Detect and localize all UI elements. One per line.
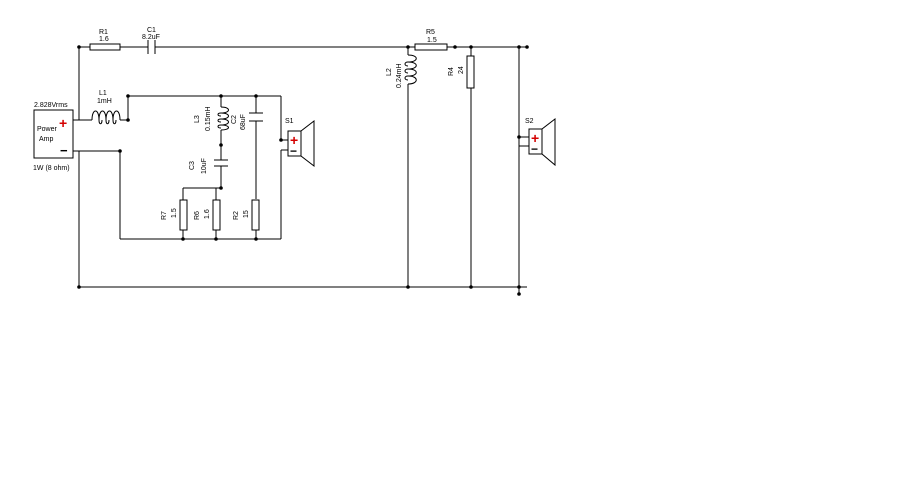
l1-ref: L1 [99,90,107,97]
junction-dot [126,118,130,122]
inductor-l1: L1 1mH [91,90,121,125]
junction-dot [517,285,521,289]
junction-dot [279,138,283,142]
r2-value: 15 [243,210,250,218]
amp-voltage-label: 2.828Vrms [34,102,68,109]
junction-dot [453,45,457,49]
amp-name-line1: Power [37,126,58,133]
c2-value: 68uF [240,114,247,130]
s2-minus-terminal: − [531,142,538,156]
l2-ref: L2 [386,68,393,76]
amp-minus-terminal: − [60,143,68,158]
resistor-r4: R4 24 [448,55,475,89]
junction-dot [77,285,81,289]
junction-dot [469,45,473,49]
r7-ref: R7 [161,211,168,220]
wires [73,46,529,294]
resistor-r1: R1 1.6 [89,29,121,51]
c3-value: 10uF [201,158,208,174]
junction-dot [126,94,130,98]
resistor-r6: R6 1.6 [194,199,221,231]
speaker-s1: S1 + − [285,118,315,168]
junction-dot [517,45,521,49]
junction-dot [469,285,473,289]
junction-dot [77,45,81,49]
r6-value: 1.6 [204,209,211,219]
l3-ref: L3 [194,115,201,123]
r1-ref: R1 [99,29,108,36]
junction-dot [517,135,521,139]
r5-ref: R5 [426,29,435,36]
junction-dot [219,94,223,98]
capacitor-c1: C1 8.2uF [142,27,160,54]
s1-ref: S1 [285,118,294,125]
inductor-l3: L3 0.15mH [194,106,229,131]
power-amplifier: 2.828Vrms Power Amp + − 1W (8 ohm) [33,102,74,172]
junction-dots [77,45,529,296]
c2-ref: C2 [231,115,238,124]
amp-power-label: 1W (8 ohm) [33,165,70,172]
speaker-s2: S2 + − [525,117,556,167]
r6-ref: R6 [194,211,201,220]
inductor-l2: L2 0.24mH [386,54,417,88]
amp-plus-terminal: + [59,115,67,131]
r1-value: 1.6 [99,36,109,43]
junction-dot [214,237,218,241]
c3-ref: C3 [189,161,196,170]
resistor-r7: R7 1.5 [161,199,188,231]
junction-dot [219,143,223,147]
r5-value: 1.5 [427,37,437,44]
amp-box [33,109,74,159]
r4-ref: R4 [448,67,455,76]
junction-dot [406,285,410,289]
junction-dot [525,45,529,49]
c1-value: 8.2uF [142,34,160,41]
r7-value: 1.5 [171,208,178,218]
l1-value: 1mH [97,98,112,105]
l2-value: 0.24mH [396,63,403,88]
s1-plus-terminal: + [290,132,298,148]
capacitor-c2: C2 68uF [231,112,263,130]
junction-dot [118,149,122,153]
junction-dot [254,94,258,98]
junction-dot [406,45,410,49]
resistor-r2: R2 15 [233,199,260,231]
amp-name-line2: Amp [39,136,54,143]
r4-value: 24 [458,66,465,74]
capacitor-c3: C3 10uF [189,158,228,174]
s1-minus-terminal: − [290,144,297,158]
s2-ref: S2 [525,118,534,125]
junction-dot [254,237,258,241]
resistor-r5: R5 1.5 [414,29,448,51]
junction-dot [517,292,521,296]
junction-dot [181,237,185,241]
c1-ref: C1 [147,27,156,34]
r2-ref: R2 [233,211,240,220]
junction-dot [219,186,223,190]
l3-value: 0.15mH [205,106,212,131]
s2-plus-terminal: + [531,130,539,146]
